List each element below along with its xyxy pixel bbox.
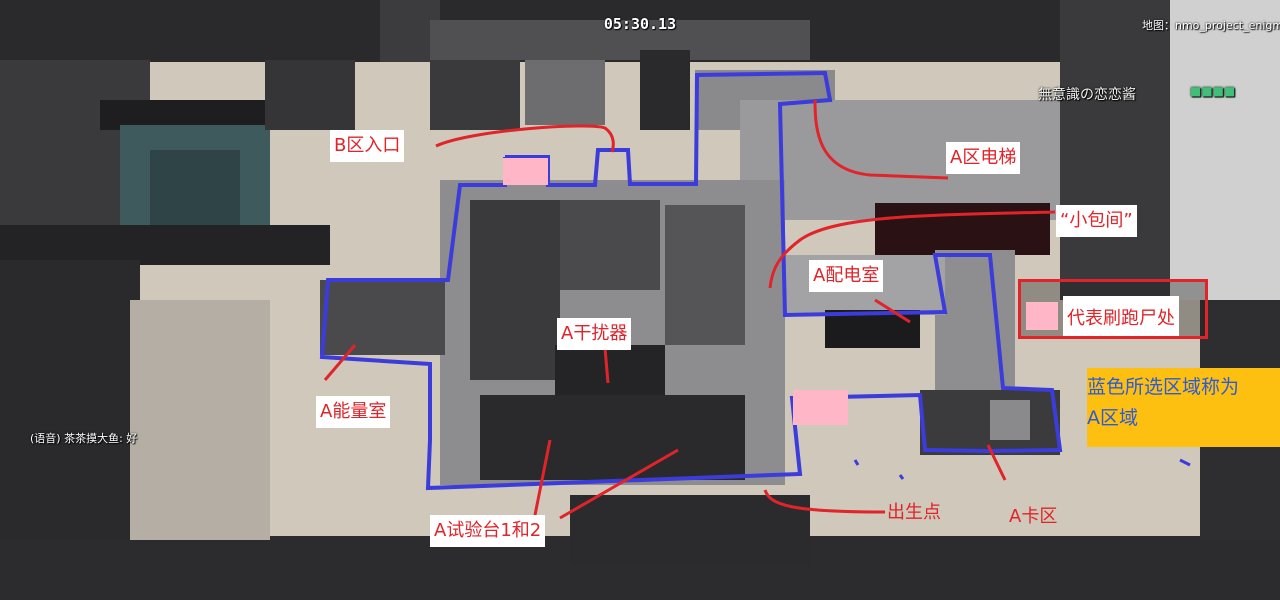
player-name: 無意識の恋恋酱 <box>1038 87 1136 103</box>
dark-lower-right-room <box>825 310 920 348</box>
left-upper-room <box>265 60 355 130</box>
spawn-dark-room <box>570 495 810 565</box>
zombie-spawn-legend: 代表刷跑尸处 <box>1018 279 1208 339</box>
left-corridor-mid <box>0 225 330 265</box>
label-spawn-point: 出生点 <box>887 502 941 523</box>
label-a-energy-room: A能量室 <box>316 396 391 428</box>
line-power-room <box>874 298 911 324</box>
right-grid-wall-shadow <box>1060 0 1170 300</box>
label-small-booth: “小包间” <box>1056 205 1137 237</box>
left-ramp <box>130 300 270 540</box>
label-a-zone-elevator: A区电梯 <box>946 142 1021 174</box>
test-bench-room <box>480 395 745 480</box>
line-test-bench-2 <box>559 448 679 520</box>
line-energy-room <box>323 344 357 381</box>
top-machinery <box>640 50 690 130</box>
right-hall <box>740 100 1080 220</box>
player-status: ■■■■ <box>1190 84 1236 98</box>
left-building-bottom <box>0 260 140 540</box>
central-upper-room <box>560 200 660 290</box>
right-grid-wall <box>1170 0 1280 300</box>
line-stuck-zone <box>986 444 1007 481</box>
label-a-disruptor: A干扰器 <box>557 318 632 350</box>
legend-swatch <box>1026 302 1058 330</box>
line-test-bench-1 <box>533 439 552 516</box>
line-spawn <box>763 489 886 514</box>
zombie-spawn-marker-b <box>503 158 548 185</box>
blue-dash-2 <box>853 459 860 466</box>
round-timer: 05:30.13 <box>603 15 677 33</box>
line-small-booth <box>768 210 1056 289</box>
blue-dash-1 <box>1179 458 1191 467</box>
label-a-stuck-zone: A卡区 <box>1009 506 1058 527</box>
top-block-b <box>430 20 810 60</box>
energy-room <box>320 280 445 355</box>
zombie-spawn-marker-a <box>793 390 848 425</box>
line-b-entrance <box>435 124 615 153</box>
a-zone-note: 蓝色所选区域称为 A区域 <box>1087 368 1280 447</box>
note-line-2: A区域 <box>1087 407 1138 430</box>
a-zone-boundary <box>319 70 1063 491</box>
top-room-d <box>525 60 605 125</box>
top-room-c <box>430 60 520 130</box>
voice-chat-message: (语音) 茶茶摸大鱼: 好 <box>30 432 138 445</box>
legend-text: 代表刷跑尸处 <box>1063 296 1179 336</box>
central-right-room <box>665 205 745 345</box>
central-dark-hall <box>470 200 560 380</box>
line-a-elevator <box>813 99 949 180</box>
blue-dash-3 <box>898 474 905 480</box>
note-line-1: 蓝色所选区域称为 <box>1087 376 1240 398</box>
map-name-label: 地图：nmo_project_enigma_v <box>1142 19 1280 32</box>
stuck-zone-inner <box>990 400 1030 440</box>
line-disruptor <box>603 347 610 384</box>
label-b-zone-entrance: B区入口 <box>330 130 405 162</box>
left-room-inner <box>150 150 240 230</box>
label-a-power-room: A配电室 <box>809 260 884 292</box>
label-a-test-benches: A试验台1和2 <box>430 515 546 547</box>
red-lit-room <box>875 203 1050 255</box>
